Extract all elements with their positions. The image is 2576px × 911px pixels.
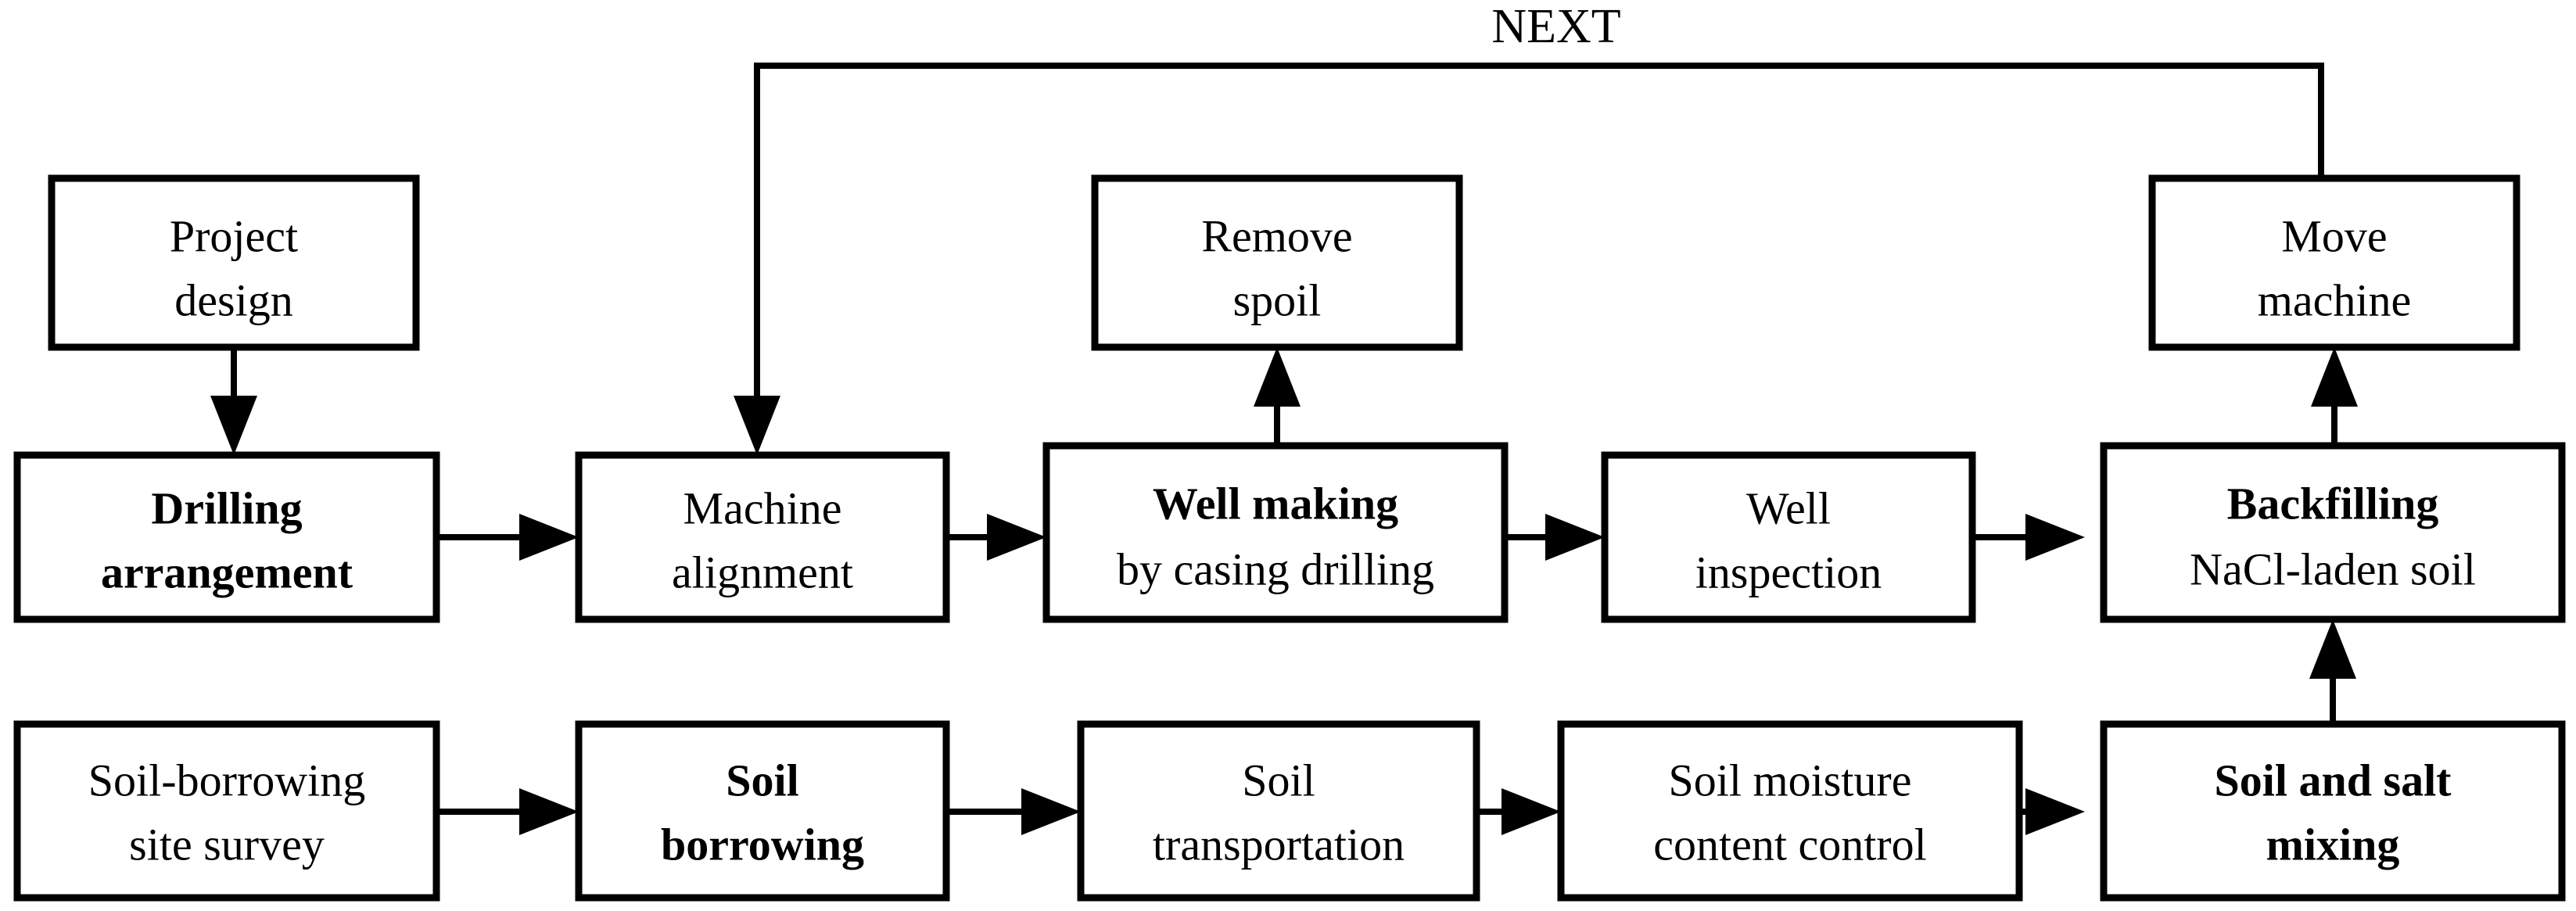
node-project-design[interactable]: Project design: [48, 174, 420, 351]
well-inspection-line-2: inspection: [1695, 547, 1882, 597]
soil-borrowing-box[interactable]: [575, 720, 950, 902]
soil-moisture-content-control-line-2: content control: [1653, 819, 1927, 870]
backfilling-box[interactable]: [2100, 442, 2566, 623]
node-soil-borrowing[interactable]: Soil borrowing: [575, 720, 950, 902]
borrowing-to-transport-arrowhead: [1021, 788, 1081, 835]
edge-soil-transportation-to-soil-moisture-content-control: [1476, 788, 1561, 835]
soil-moisture-content-control-line-1: Soil moisture: [1669, 755, 1912, 805]
soil-borrowing-site-survey-line-2: site survey: [129, 819, 325, 870]
node-soil-moisture-content-control[interactable]: Soil moisture content control: [1557, 720, 2023, 902]
well-making-line-2: by casing drilling: [1117, 543, 1434, 594]
machine-alignment-line-2: alignment: [672, 547, 853, 597]
survey-to-borrowing-arrowhead: [519, 788, 579, 835]
edge-well-making-to-well-inspection: [1505, 514, 1605, 561]
drilling-to-machine-arrowhead: [519, 514, 579, 561]
edge-soil-borrowing-site-survey-to-soil-borrowing: [436, 788, 579, 835]
remove-spoil-line-2: spoil: [1233, 274, 1322, 325]
soil-borrowing-line-2: borrowing: [661, 819, 864, 870]
edge-machine-alignment-to-well-making: [946, 514, 1046, 561]
well-making-box[interactable]: [1042, 442, 1509, 623]
soil-and-salt-mixing-line-1: Soil and salt: [2215, 755, 2452, 805]
edge-backfilling-to-move-machine: [2311, 347, 2358, 446]
edge-soil-and-salt-mixing-to-backfilling: [2309, 619, 2356, 724]
well-making-to-inspection-arrowhead: [1545, 514, 1605, 561]
soil-transportation-line-2: transportation: [1153, 819, 1405, 870]
transport-to-moisture-arrowhead: [1501, 788, 1561, 835]
soil-moisture-content-control-box[interactable]: [1557, 720, 2023, 902]
node-machine-alignment[interactable]: Machine alignment: [575, 451, 950, 623]
soil-borrowing-site-survey-line-1: Soil-borrowing: [88, 755, 365, 805]
project-design-arrowhead: [210, 396, 257, 455]
node-well-inspection[interactable]: Well inspection: [1601, 451, 1976, 623]
edge-well-making-to-remove-spoil: [1254, 347, 1301, 446]
inspection-to-backfilling-arrowhead: [2025, 514, 2085, 561]
drilling-arrangement-box[interactable]: [13, 451, 440, 623]
drilling-arrangement-line-1: Drilling: [151, 482, 302, 533]
move-machine-arrowhead: [2311, 347, 2358, 407]
soil-borrowing-line-1: Soil: [726, 755, 799, 805]
node-soil-and-salt-mixing[interactable]: Soil and salt mixing: [2100, 720, 2566, 902]
node-backfilling[interactable]: Backfilling NaCl-laden soil: [2100, 442, 2566, 623]
remove-spoil-line-1: Remove: [1201, 210, 1352, 261]
remove-spoil-arrowhead: [1254, 347, 1301, 407]
project-design-line-1: Project: [170, 210, 298, 261]
project-design-box[interactable]: [48, 174, 420, 351]
node-move-machine[interactable]: Move machine: [2148, 174, 2520, 351]
backfilling-line-1: Backfilling: [2227, 478, 2439, 529]
well-making-line-1: Well making: [1153, 478, 1398, 529]
next-loop-path: [754, 63, 2324, 414]
edge-soil-moisture-content-control-to-soil-and-salt-mixing: [2019, 788, 2085, 835]
machine-alignment-line-1: Machine: [683, 482, 842, 533]
move-machine-box[interactable]: [2148, 174, 2520, 351]
next-loop-arrowhead: [734, 396, 780, 455]
edge-drilling-arrangement-to-machine-alignment: [436, 514, 579, 561]
soil-and-salt-mixing-line-2: mixing: [2266, 819, 2400, 870]
node-remove-spoil[interactable]: Remove spoil: [1091, 174, 1463, 351]
soil-and-salt-mixing-box[interactable]: [2100, 720, 2566, 902]
backfilling-line-2: NaCl-laden soil: [2190, 543, 2476, 594]
soil-transportation-box[interactable]: [1077, 720, 1480, 902]
moisture-to-mixing-arrowhead: [2025, 788, 2085, 835]
node-soil-borrowing-site-survey[interactable]: Soil-borrowing site survey: [13, 720, 440, 902]
node-soil-transportation[interactable]: Soil transportation: [1077, 720, 1480, 902]
remove-spoil-box[interactable]: [1091, 174, 1463, 351]
node-drilling-arrangement[interactable]: Drilling arrangement: [13, 451, 440, 623]
well-inspection-box[interactable]: [1601, 451, 1976, 623]
move-machine-line-1: Move: [2281, 210, 2387, 261]
drilling-arrangement-line-2: arrangement: [101, 547, 353, 597]
soil-transportation-line-1: Soil: [1242, 755, 1315, 805]
well-inspection-line-1: Well: [1746, 482, 1831, 533]
machine-to-well-arrowhead: [987, 514, 1046, 561]
node-well-making[interactable]: Well making by casing drilling: [1042, 442, 1509, 623]
edge-soil-borrowing-to-soil-transportation: [946, 788, 1081, 835]
edge-move-machine-to-machine-alignment-next-loop: [734, 63, 2324, 455]
move-machine-line-2: machine: [2258, 274, 2411, 325]
edge-well-inspection-to-backfilling: [1972, 514, 2085, 561]
soil-borrowing-site-survey-box[interactable]: [13, 720, 440, 902]
mixing-to-backfilling-arrowhead: [2309, 619, 2356, 679]
project-design-line-2: design: [174, 274, 292, 325]
next-loop-label: NEXT: [1491, 0, 1620, 53]
edge-project-design-to-drilling-arrangement: [210, 347, 257, 455]
